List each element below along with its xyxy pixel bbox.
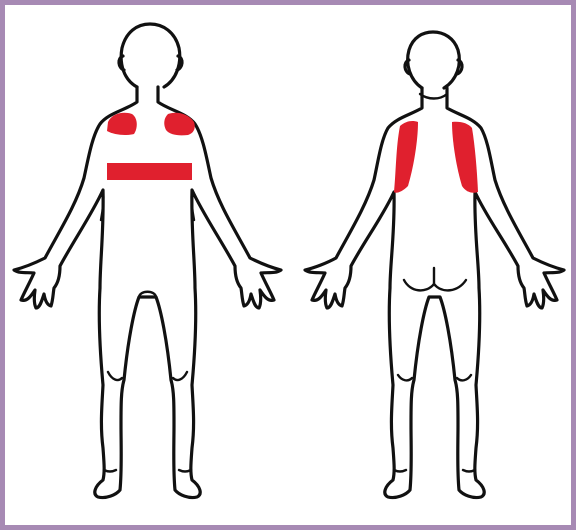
back-right-ankle	[463, 470, 475, 472]
back-left-ankle	[394, 470, 406, 472]
front-pain-regions	[107, 113, 195, 180]
front-head	[121, 24, 180, 87]
back-right-knee	[457, 375, 471, 380]
back-right-upper-back-region	[452, 122, 478, 193]
front-body-figure	[14, 24, 281, 498]
back-nape-line	[420, 94, 447, 99]
front-right-shoulder-region	[164, 113, 194, 136]
front-left-ankle	[104, 470, 116, 472]
front-left-knee	[108, 372, 122, 380]
back-left-upper-back-region	[394, 121, 418, 193]
back-body-figure	[305, 32, 564, 498]
back-left-knee	[398, 375, 412, 380]
front-upper-chest-band	[107, 163, 192, 180]
front-right-ankle	[179, 470, 191, 472]
back-head	[408, 32, 460, 88]
back-pain-regions	[394, 121, 478, 193]
back-body-outline	[305, 88, 564, 498]
front-right-knee	[173, 372, 187, 380]
